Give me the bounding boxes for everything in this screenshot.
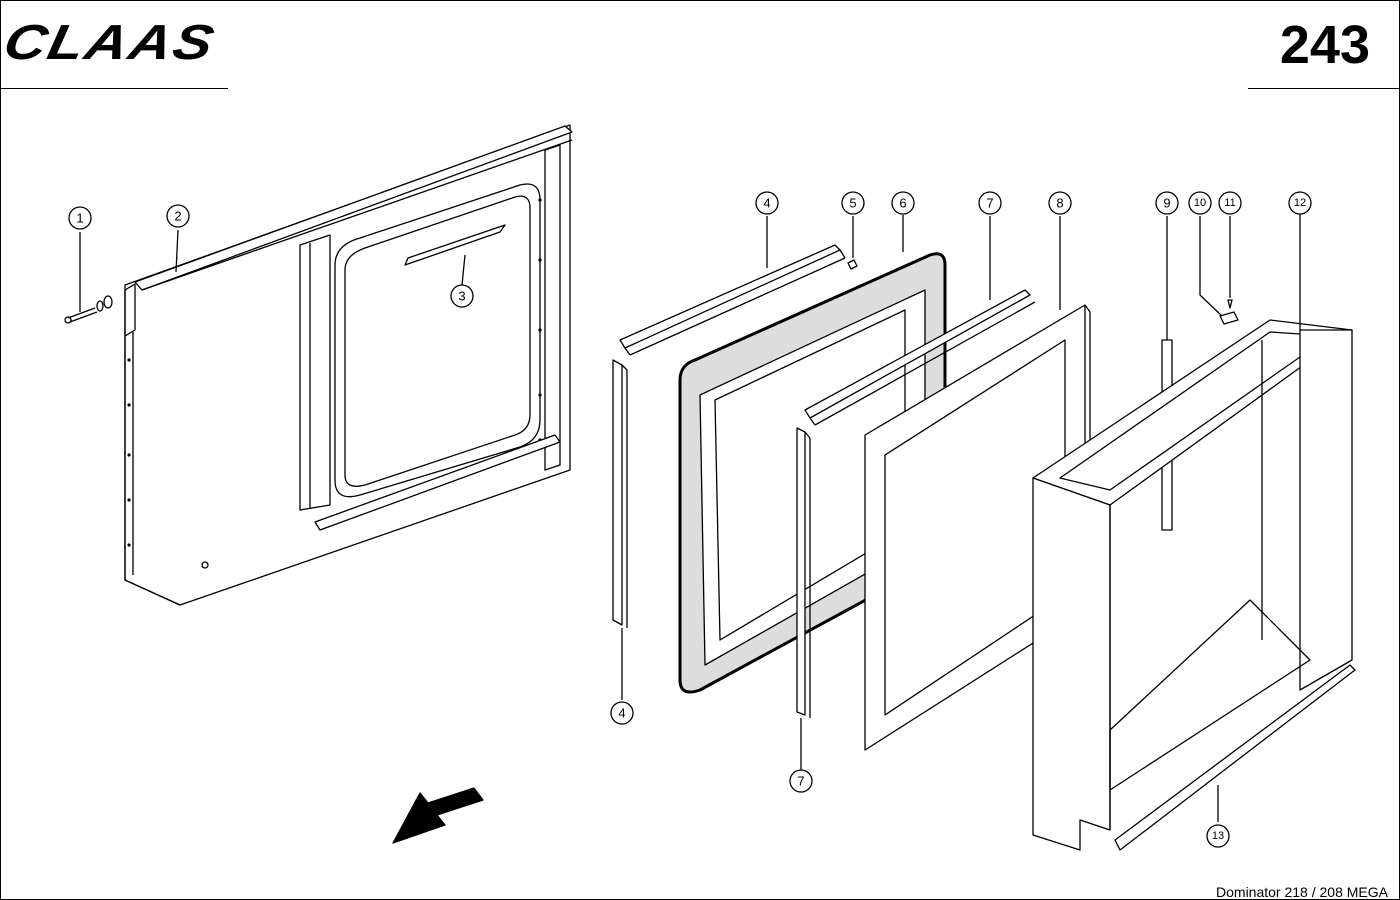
- side-panel-part-2: [124, 124, 573, 606]
- strip-part-7-top: [804, 216, 1036, 426]
- housing-part-12: [1032, 200, 1353, 851]
- page-number: 243: [1279, 15, 1370, 75]
- svg-text:12: 12: [1294, 197, 1306, 209]
- angle-strip-part-4-vertical: [612, 359, 628, 700]
- svg-text:7: 7: [986, 196, 993, 211]
- svg-text:11: 11: [1224, 197, 1235, 209]
- svg-text:5: 5: [849, 196, 856, 211]
- callout-3: 3: [450, 284, 474, 308]
- callouts: 1 2 3 4 5 6 7 8 9 10 11 12 13 4 7: [68, 191, 1312, 848]
- bolt-part-1: [64, 232, 113, 324]
- arrow-down-left-icon: [392, 787, 484, 844]
- callout-11: 11: [1218, 191, 1242, 215]
- angle-strip-part-4-top: [619, 216, 846, 356]
- callout-2: 2: [166, 204, 190, 228]
- callout-13: 13: [1206, 824, 1230, 848]
- svg-text:10: 10: [1194, 197, 1206, 209]
- callout-4-top: 4: [755, 191, 779, 215]
- callout-7-top: 7: [978, 191, 1002, 215]
- svg-text:7: 7: [797, 774, 804, 789]
- callout-1: 1: [68, 206, 92, 230]
- handle-part-3: [404, 224, 506, 286]
- callout-7-bottom: 7: [789, 769, 813, 793]
- clip-part-5: [847, 216, 858, 270]
- plate-part-10: [1199, 216, 1239, 325]
- callout-8: 8: [1048, 191, 1072, 215]
- callout-6: 6: [891, 191, 915, 215]
- callout-10: 10: [1188, 191, 1212, 215]
- svg-text:2: 2: [174, 209, 181, 224]
- header-rule-right: [1248, 88, 1400, 89]
- strip-part-7-vertical: [796, 427, 811, 770]
- model-caption: Dominator 218 / 208 MEGA: [1216, 884, 1388, 900]
- header-rule-left: [0, 88, 228, 89]
- strip-part-9: [1161, 216, 1173, 531]
- svg-text:8: 8: [1056, 196, 1063, 211]
- svg-text:13: 13: [1212, 830, 1224, 842]
- callout-4-bottom: 4: [610, 701, 634, 725]
- svg-text:4: 4: [763, 196, 770, 211]
- svg-text:6: 6: [899, 196, 906, 211]
- screw-part-11: [1227, 216, 1233, 309]
- svg-text:9: 9: [1163, 196, 1170, 211]
- strip-part-13: [1114, 664, 1356, 851]
- svg-text:3: 3: [458, 289, 465, 304]
- svg-text:4: 4: [618, 706, 625, 721]
- svg-text:1: 1: [76, 211, 83, 226]
- callout-9: 9: [1155, 191, 1179, 215]
- callout-12: 12: [1288, 191, 1312, 215]
- callout-5: 5: [841, 191, 865, 215]
